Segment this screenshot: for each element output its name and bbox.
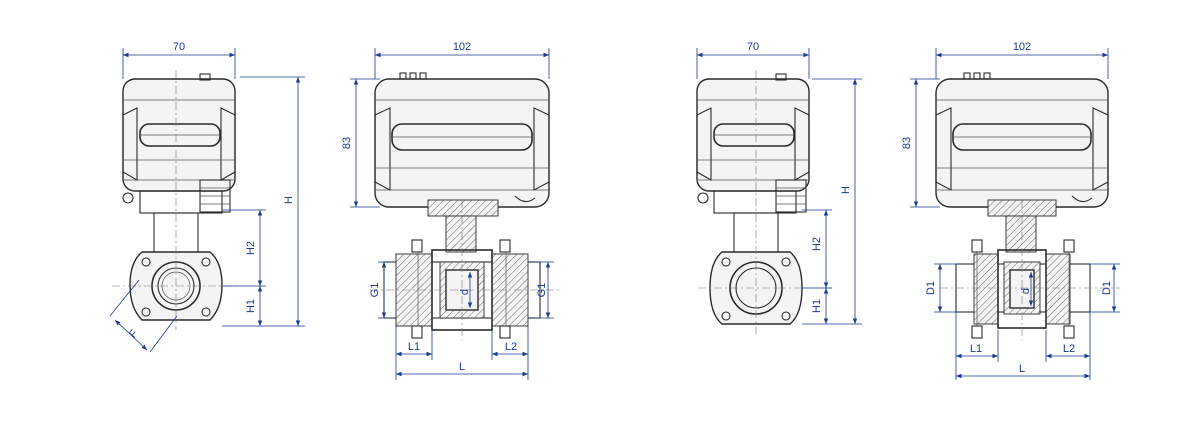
dimension-label: G1 <box>369 283 381 298</box>
dimension-label: L2 <box>505 341 517 353</box>
dimension-label: D1 <box>1101 281 1113 295</box>
dimension-label: 70 <box>747 41 759 53</box>
dimension-h1: H1 <box>245 286 263 326</box>
view-4-section-weld: 102 83 D1 D1 d L1 <box>901 41 1120 380</box>
dimension-label: L1 <box>408 341 420 353</box>
dimension-height: H <box>222 76 305 327</box>
dimension-label: L <box>1019 363 1025 375</box>
actuator-housing <box>696 73 810 192</box>
dimension-label: H1 <box>245 299 257 313</box>
dimension-height: H <box>802 78 862 325</box>
dimension-h2: H2 <box>222 209 266 287</box>
dimension-label: 102 <box>453 41 471 53</box>
view-2-section-threaded: 102 83 G1 G1 d L1 <box>341 41 560 380</box>
dimension-label: 83 <box>341 137 353 149</box>
valve-body-front <box>709 251 803 325</box>
dimension-label: d <box>459 289 471 295</box>
dimension-width: 102 <box>374 41 550 79</box>
dimension-l2: L2 <box>1045 312 1091 380</box>
dimension-bore: d <box>459 272 473 308</box>
dimension-l1: L1 <box>395 326 433 380</box>
dimension-h2: H2 <box>802 209 832 289</box>
dimension-port-right: D1 <box>1086 263 1120 313</box>
dimension-port-left: G1 <box>369 261 394 319</box>
dimension-l1: L1 <box>955 312 999 380</box>
dimension-length: L <box>396 361 528 377</box>
view-3-side-weld: 70 H H2 H1 <box>696 41 862 334</box>
cable-gland <box>697 179 807 213</box>
dimension-label: 83 <box>901 137 913 149</box>
dimension-width: 102 <box>935 41 1109 79</box>
dimension-actuator-height: 83 <box>901 78 940 208</box>
dimension-l2: L2 <box>491 326 529 380</box>
dimension-port-right: G1 <box>532 261 554 319</box>
actuator-housing <box>374 72 550 208</box>
dimension-label: 70 <box>173 41 185 53</box>
dimension-label: F <box>127 327 141 340</box>
dimension-label: H2 <box>245 241 257 255</box>
dimension-label: D1 <box>925 281 937 295</box>
view-1-side-threaded: 70 H H2 H1 F <box>109 41 305 353</box>
dimension-label: L <box>459 361 465 373</box>
dimension-label: L1 <box>970 343 982 355</box>
dimension-bore: d <box>1020 272 1034 306</box>
actuator-housing <box>935 72 1109 208</box>
dimension-h1: H1 <box>811 288 829 324</box>
dimension-label: H <box>840 186 852 194</box>
dimension-label: G1 <box>536 283 548 298</box>
dimension-label: H2 <box>811 237 823 251</box>
dimension-width: 70 <box>696 41 810 79</box>
dimension-label: H1 <box>811 299 823 313</box>
dimension-label: L2 <box>1063 343 1075 355</box>
dimension-label: 102 <box>1013 41 1031 53</box>
dimension-width: 70 <box>122 41 236 79</box>
actuator-housing <box>122 73 236 192</box>
dimension-actuator-height: 83 <box>341 78 380 208</box>
dimension-label: H <box>283 196 295 204</box>
dimension-label: d <box>1020 288 1032 294</box>
dimension-length: L <box>956 363 1090 379</box>
cable-gland <box>122 179 231 213</box>
